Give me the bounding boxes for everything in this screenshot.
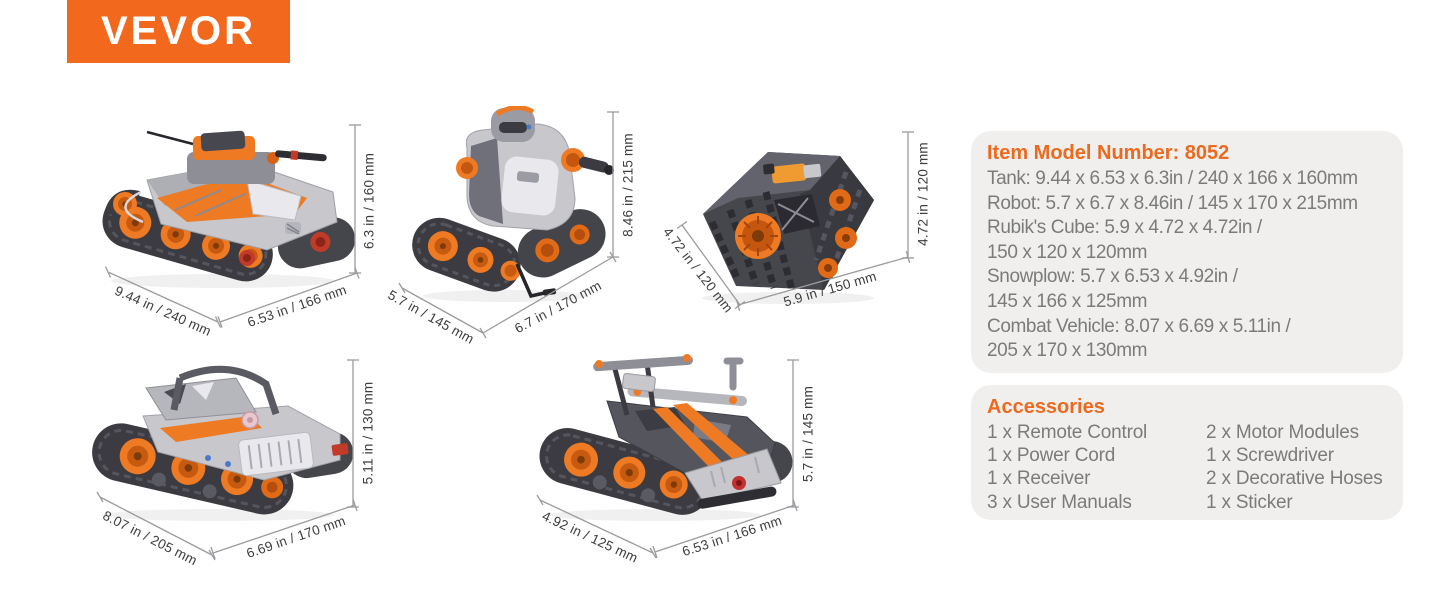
spec-line-robot: Robot: 5.7 x 6.7 x 8.46in / 145 x 170 x … xyxy=(987,192,1358,214)
snowplow-tow-knob xyxy=(732,476,746,490)
vevor-logo: VEVOR xyxy=(67,0,290,63)
spec-line-snowplow: Snowplow: 5.7 x 6.53 x 4.92in / xyxy=(987,266,1238,288)
tank-cockpit xyxy=(246,179,302,221)
tank-barrel xyxy=(274,150,327,162)
tank-image xyxy=(102,130,356,288)
snowplow-left-track xyxy=(539,428,711,515)
combat-roll-bar xyxy=(178,365,280,416)
vevor-logo-text: VEVOR xyxy=(100,9,257,53)
accessory-item: 1 x Remote Control xyxy=(987,422,1148,443)
spec-panel-title: Item Model Number: 8052 xyxy=(987,142,1230,164)
spec-line-rubiks-cube: Rubik's Cube: 5.9 x 4.72 x 4.72in / xyxy=(987,217,1262,239)
accessory-item: 1 x Screwdriver xyxy=(1206,445,1334,467)
robot-image xyxy=(412,106,614,302)
robot-height-dimension-label: 8.46 in / 215 mm xyxy=(620,133,636,237)
snowplow-orange-stripe xyxy=(673,403,751,463)
accessory-item: 2 x Decorative Hoses xyxy=(1206,468,1383,490)
accessory-item: 1 x Power Cord xyxy=(987,445,1116,467)
spec-line-rubiks-cube-mm: 150 x 120 x 120mm xyxy=(987,241,1148,263)
snowplow-orange-stripe xyxy=(653,407,725,469)
combat-gear-disc xyxy=(241,411,259,429)
accessory-item: 1 x Receiver xyxy=(987,468,1091,490)
snowplow-front-frame xyxy=(593,354,693,416)
tank-length-dimension-label: 9.44 in / 240 mm xyxy=(112,283,214,339)
accessory-item: 3 x User Manuals xyxy=(987,491,1132,513)
rubiks-cube-height-dimension-label: 4.72 in / 120 mm xyxy=(915,142,931,246)
robot-head xyxy=(491,106,535,142)
rubiks-cube-image xyxy=(702,152,874,304)
snowplow-height-dimension-label: 5.7 in / 145 mm xyxy=(800,385,816,483)
combat-vehicle-image xyxy=(92,365,354,521)
accessories-left-column: 1 x Remote Control 1 x Power Cord 1 x Re… xyxy=(987,421,1206,514)
spec-panel: Item Model Number: 8052 Tank: 9.44 x 6.5… xyxy=(971,131,1403,373)
robot-left-shoulder xyxy=(456,157,478,179)
accessories-panel-title: Accessories xyxy=(987,396,1105,418)
robot-right-shoulder xyxy=(561,148,585,172)
cube-top-module xyxy=(763,163,822,184)
accessories-panel: Accessories 1 x Remote Control 1 x Power… xyxy=(971,385,1403,520)
accessory-item: 2 x Motor Modules xyxy=(1206,422,1359,443)
robot-chest-panel xyxy=(501,156,559,216)
tank-antenna xyxy=(146,130,194,146)
combat-hood xyxy=(145,377,257,421)
cube-orange-hub xyxy=(735,213,781,259)
tank-wire xyxy=(124,190,144,224)
spec-line-tank: Tank: 9.44 x 6.53 x 6.3in / 240 x 166 x … xyxy=(987,168,1358,189)
snowplow-exhaust xyxy=(723,357,744,391)
accessories-right-column: 2 x Motor Modules 1 x Screwdriver 2 x De… xyxy=(1206,421,1383,514)
robot-right-arm xyxy=(578,156,609,173)
tank-shock-absorber xyxy=(285,222,301,235)
snowplow-image xyxy=(539,354,793,521)
combat-engine-panel xyxy=(238,431,314,477)
tank-height-dimension-label: 6.3 in / 160 mm xyxy=(361,152,377,250)
combat-vehicle-height-dimension-label: 5.11 in / 130 mm xyxy=(360,381,376,485)
spec-line-snowplow-mm: 145 x 166 x 125mm xyxy=(987,290,1148,312)
spec-line-combat-vehicle-mm: 205 x 170 x 130mm xyxy=(987,340,1148,362)
accessory-item: 1 x Sticker xyxy=(1206,491,1293,513)
combat-orange-stripe xyxy=(160,416,262,442)
spec-line-combat-vehicle: Combat Vehicle: 8.07 x 6.69 x 5.11in / xyxy=(987,315,1291,337)
